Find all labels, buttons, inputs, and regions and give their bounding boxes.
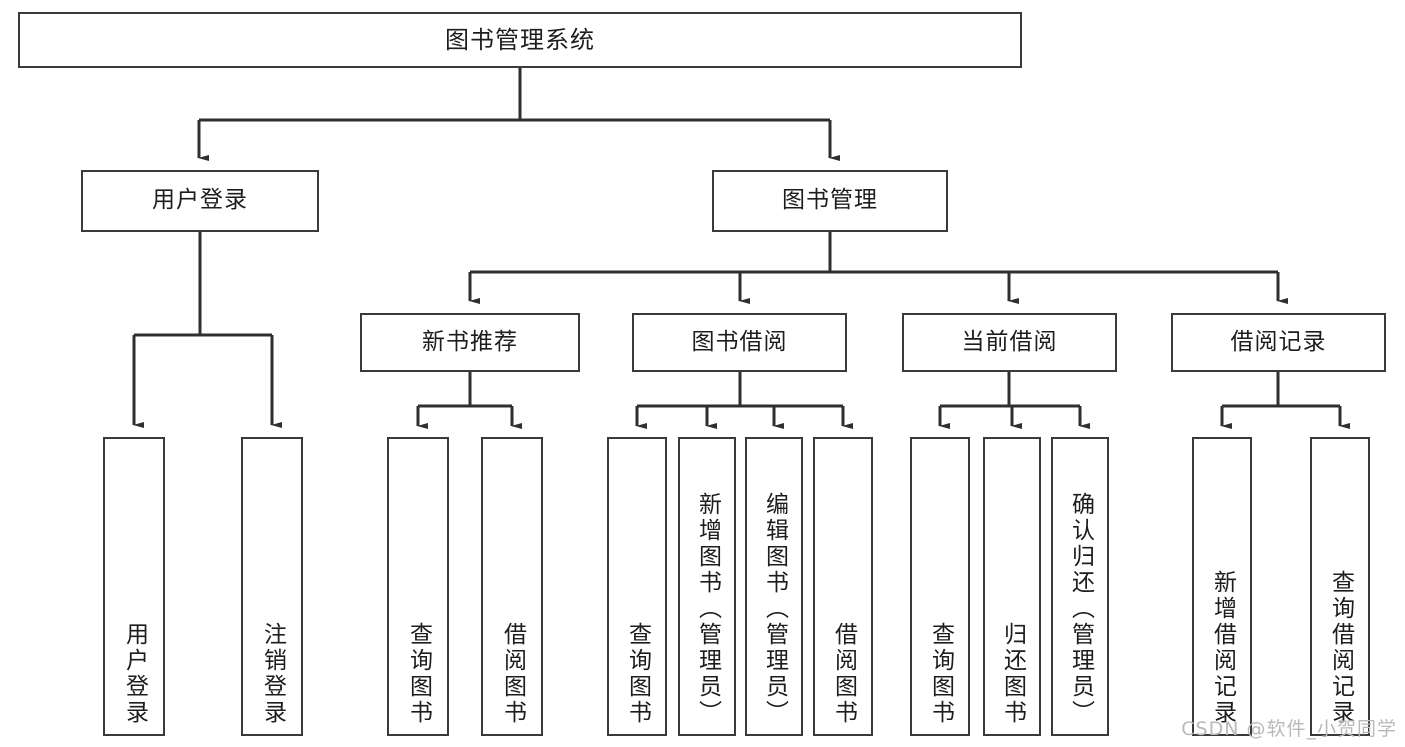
node-leaf-user-login[interactable]: 用户登录 xyxy=(103,437,165,736)
node-leaf-query-book-1-label: 查询图书 xyxy=(405,622,432,726)
node-leaf-borrow-book-1-label: 借阅图书 xyxy=(499,622,526,726)
node-leaf-add-borrow-record[interactable]: 新增借阅记录 xyxy=(1192,437,1252,736)
node-leaf-user-login-label: 用户登录 xyxy=(121,622,148,726)
node-leaf-return-book-label: 归还图书 xyxy=(999,622,1026,726)
node-leaf-logout-login[interactable]: 注销登录 xyxy=(241,437,303,736)
node-leaf-confirm-return-admin-label: 确认归还（管理员） xyxy=(1067,492,1094,726)
watermark: CSDN @软件_小贺同学 xyxy=(1181,718,1397,740)
node-leaf-query-book-3[interactable]: 查询图书 xyxy=(910,437,970,736)
node-new-book-recommend[interactable]: 新书推荐 xyxy=(360,313,580,372)
node-leaf-edit-book-admin-label: 编辑图书（管理员） xyxy=(761,492,788,726)
node-user-login-label: 用户登录 xyxy=(152,187,248,214)
node-root[interactable]: 图书管理系统 xyxy=(18,12,1022,68)
node-root-label: 图书管理系统 xyxy=(445,25,595,54)
node-leaf-borrow-book-2[interactable]: 借阅图书 xyxy=(813,437,873,736)
node-book-manage-label: 图书管理 xyxy=(782,187,878,214)
node-user-login[interactable]: 用户登录 xyxy=(81,170,319,232)
node-leaf-query-borrow-record-label: 查询借阅记录 xyxy=(1327,570,1354,726)
node-leaf-query-book-2[interactable]: 查询图书 xyxy=(607,437,667,736)
node-leaf-query-borrow-record[interactable]: 查询借阅记录 xyxy=(1310,437,1370,736)
node-leaf-confirm-return-admin[interactable]: 确认归还（管理员） xyxy=(1051,437,1109,736)
node-book-borrow[interactable]: 图书借阅 xyxy=(632,313,847,372)
node-leaf-add-book-admin[interactable]: 新增图书（管理员） xyxy=(678,437,736,736)
node-borrow-record[interactable]: 借阅记录 xyxy=(1171,313,1386,372)
node-leaf-edit-book-admin[interactable]: 编辑图书（管理员） xyxy=(745,437,803,736)
node-leaf-query-book-1[interactable]: 查询图书 xyxy=(387,437,449,736)
node-new-book-recommend-label: 新书推荐 xyxy=(422,328,518,355)
node-leaf-return-book[interactable]: 归还图书 xyxy=(983,437,1041,736)
node-leaf-add-borrow-record-label: 新增借阅记录 xyxy=(1209,570,1236,726)
node-leaf-add-book-admin-label: 新增图书（管理员） xyxy=(694,492,721,726)
node-book-manage[interactable]: 图书管理 xyxy=(712,170,948,232)
node-current-borrow[interactable]: 当前借阅 xyxy=(902,313,1117,372)
node-book-borrow-label: 图书借阅 xyxy=(691,328,788,355)
node-leaf-borrow-book-1[interactable]: 借阅图书 xyxy=(481,437,543,736)
node-leaf-query-book-2-label: 查询图书 xyxy=(624,622,651,726)
node-current-borrow-label: 当前借阅 xyxy=(961,328,1058,355)
node-leaf-query-book-3-label: 查询图书 xyxy=(927,622,954,726)
node-borrow-record-label: 借阅记录 xyxy=(1230,328,1327,355)
node-leaf-borrow-book-2-label: 借阅图书 xyxy=(830,622,857,726)
node-leaf-logout-login-label: 注销登录 xyxy=(259,622,286,726)
